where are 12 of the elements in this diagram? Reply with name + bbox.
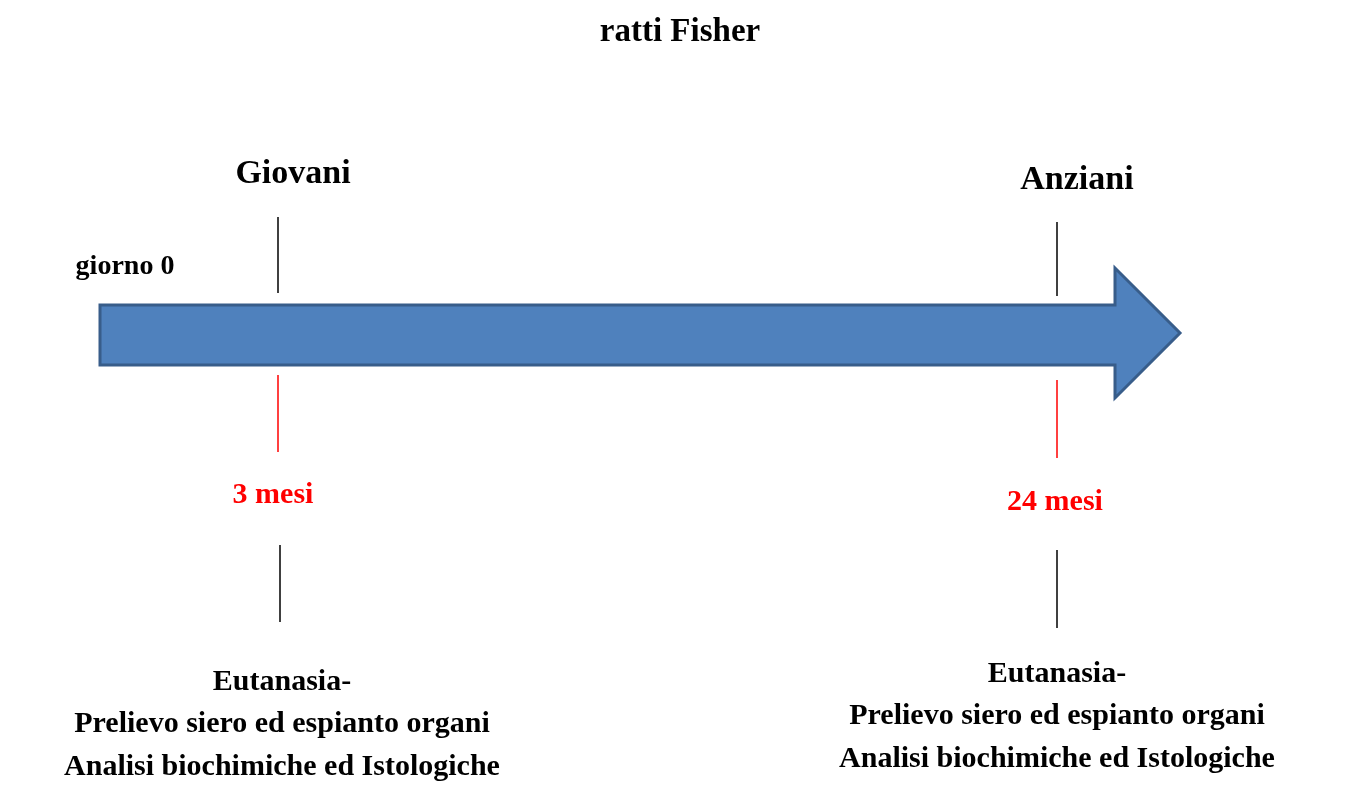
start-label: giorno 0 (75, 249, 175, 281)
time-label: 24 mesi (1007, 483, 1103, 517)
description-line: Analisi biochimiche ed Istologiche (64, 748, 500, 782)
description-line: Eutanasia- (212, 663, 352, 697)
description-line: Prelievo siero ed espianto organi (74, 705, 490, 739)
description-line: Prelievo siero ed espianto organi (849, 697, 1265, 731)
description-line: Analisi biochimiche ed Istologiche (839, 740, 1275, 774)
description-line: Eutanasia- (987, 655, 1127, 689)
title: ratti Fisher (599, 11, 761, 49)
time-label: 3 mesi (232, 476, 314, 510)
heading: Anziani (1020, 159, 1134, 197)
heading: Giovani (235, 153, 351, 191)
